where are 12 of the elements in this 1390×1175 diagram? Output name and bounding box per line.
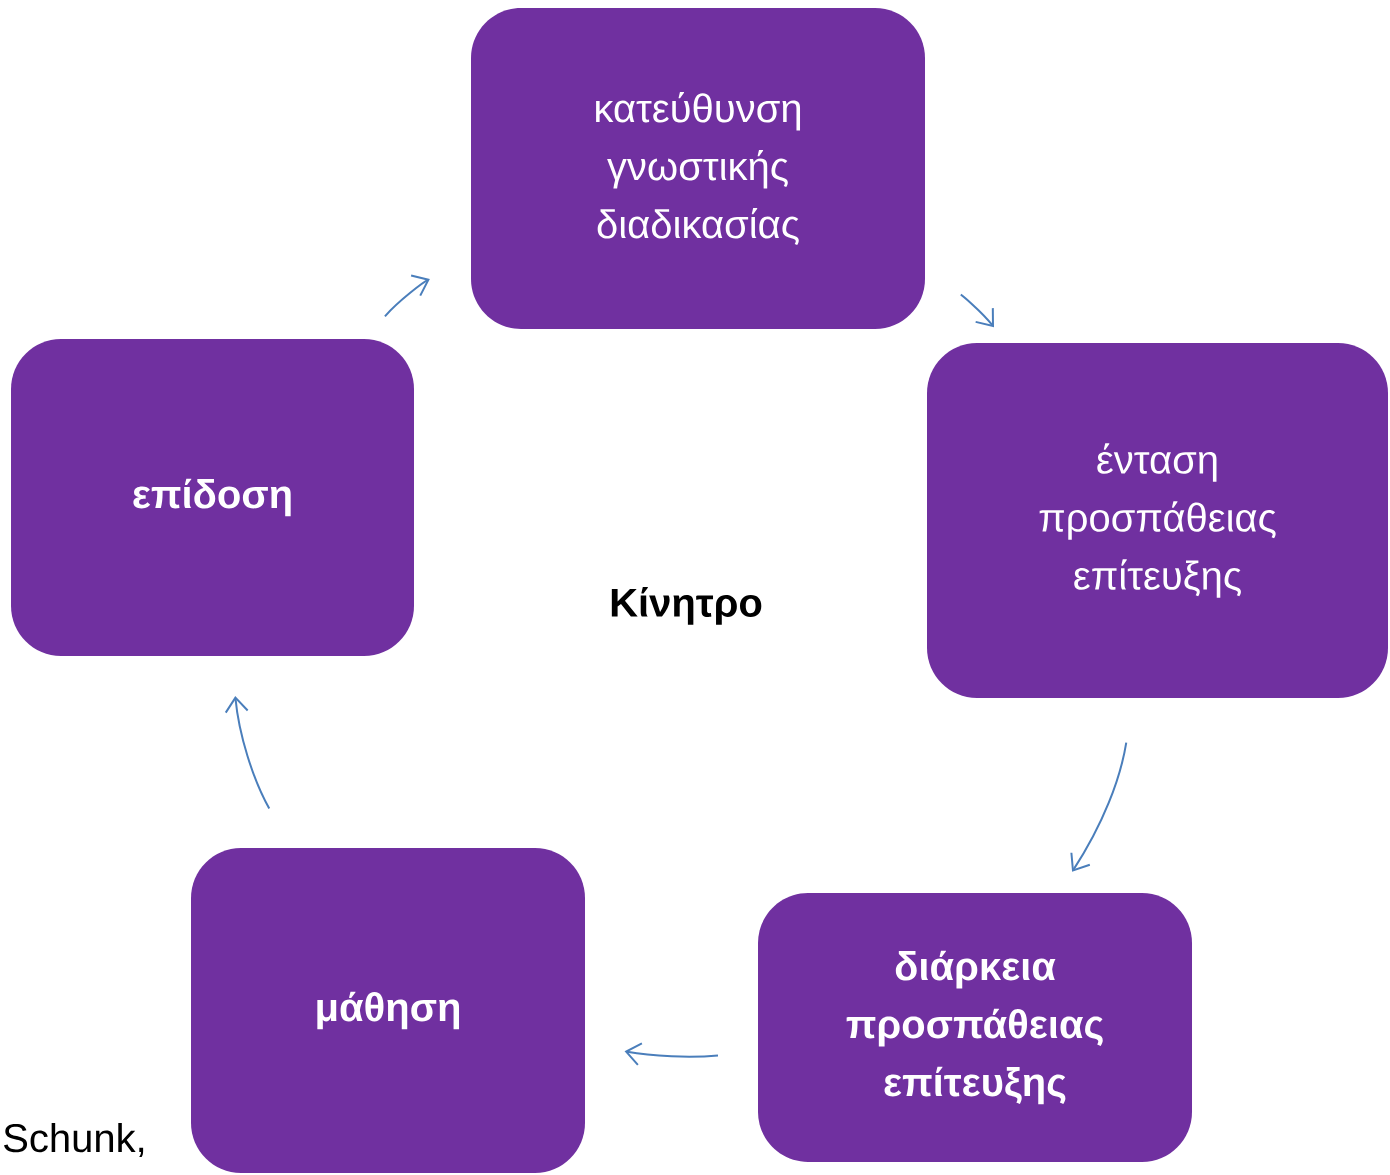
process-box: διάρκεια προσπάθειας επίτευξης xyxy=(758,893,1192,1162)
arrow xyxy=(1070,741,1128,872)
process-box: ένταση προσπάθειας επίτευξης xyxy=(927,343,1388,698)
arrow xyxy=(624,1042,719,1066)
process-box: επίδοση xyxy=(11,339,414,656)
citation-text: Schunk, xyxy=(4,1122,144,1158)
center-label: Κίνητρο xyxy=(611,587,762,625)
arrow xyxy=(224,696,271,810)
arrow xyxy=(959,293,994,328)
process-box: μάθηση xyxy=(191,848,585,1173)
process-box: κατεύθυνση γνωστικής διαδικασίας xyxy=(471,8,925,329)
arrow xyxy=(383,274,430,318)
